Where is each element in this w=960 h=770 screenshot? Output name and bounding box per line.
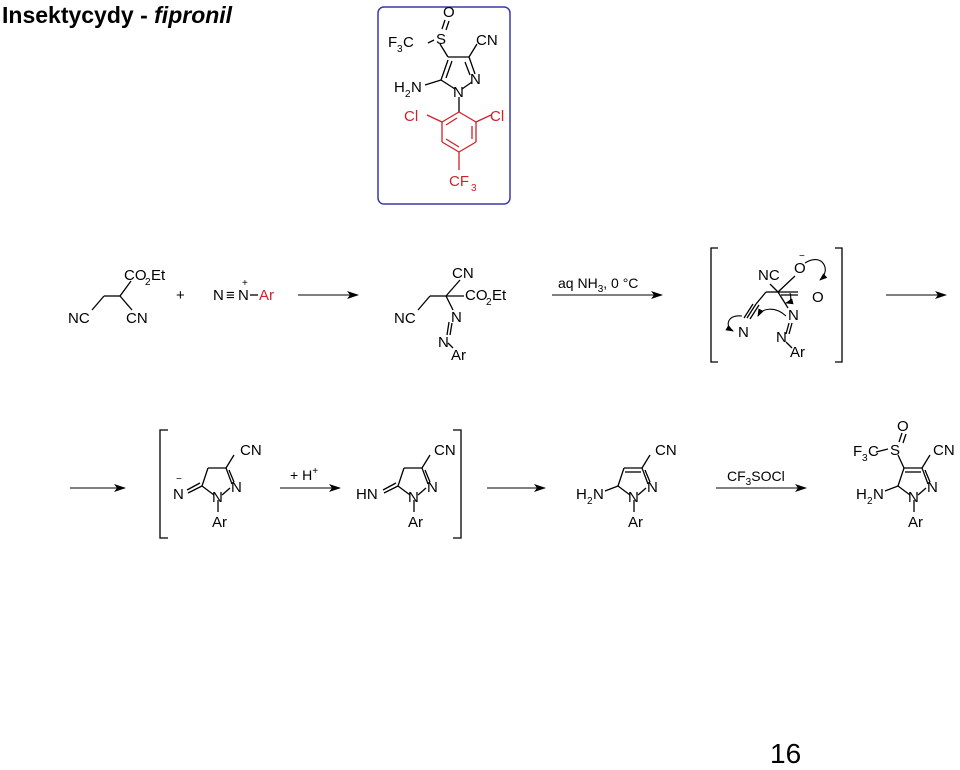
svg-text:S: S <box>436 31 446 48</box>
svg-text:2: 2 <box>867 496 873 507</box>
svg-text:CN: CN <box>476 32 498 49</box>
svg-text:C: C <box>403 34 414 51</box>
svg-text:O: O <box>794 260 806 277</box>
svg-text:2: 2 <box>145 277 151 288</box>
svg-text:NC: NC <box>68 310 90 327</box>
plus-sign: + <box>176 287 185 304</box>
bracket-right-2 <box>453 429 462 539</box>
svg-text:NC: NC <box>758 267 780 284</box>
svg-text:S: S <box>890 442 900 459</box>
svg-text:Cl: Cl <box>490 108 504 125</box>
svg-text:−: − <box>799 251 805 262</box>
svg-text:F: F <box>853 443 862 460</box>
svg-text:N: N <box>647 479 658 496</box>
svg-text:Ar: Ar <box>451 347 466 364</box>
svg-text:N: N <box>470 71 481 88</box>
imine-anion-pyrazoline: CN − N N N Ar <box>173 442 262 531</box>
svg-text:N: N <box>427 479 438 496</box>
svg-text:Et: Et <box>151 267 166 284</box>
svg-text:O: O <box>897 418 909 435</box>
svg-text:H: H <box>856 486 867 503</box>
svg-text:N: N <box>212 489 223 506</box>
svg-text:N: N <box>738 324 749 341</box>
svg-text:CN: CN <box>933 442 955 459</box>
svg-text:N: N <box>231 479 242 496</box>
diazonium-salt: N ≡ N + Ar <box>213 278 274 304</box>
svg-text:N: N <box>776 329 787 346</box>
svg-text:Ar: Ar <box>259 287 274 304</box>
page-number: 16 <box>770 738 802 769</box>
svg-text:N: N <box>788 307 799 324</box>
svg-text:−: − <box>176 474 182 485</box>
svg-text:Ar: Ar <box>908 514 923 531</box>
svg-text:CN: CN <box>655 442 677 459</box>
svg-text:N: N <box>438 334 449 351</box>
bracket-left-2 <box>159 429 168 539</box>
svg-text:O: O <box>812 289 824 306</box>
svg-text:2: 2 <box>405 89 411 100</box>
bracketed-intermediate-1: NC N O − O N N Ar <box>710 247 843 363</box>
svg-text:N: N <box>628 489 639 506</box>
svg-text:N: N <box>593 486 604 503</box>
svg-text:3: 3 <box>471 183 477 194</box>
svg-text:N: N <box>173 486 184 503</box>
svg-text:C: C <box>868 443 879 460</box>
svg-text:NC: NC <box>394 310 416 327</box>
svg-text:CN: CN <box>452 265 474 282</box>
svg-text:N: N <box>908 489 919 506</box>
condition-3: CF3SOCl <box>727 468 785 488</box>
condition-2: + H+ <box>290 466 318 483</box>
svg-text:N: N <box>873 486 884 503</box>
svg-text:2: 2 <box>587 496 593 507</box>
imine-pyrazoline: CN HN N N Ar <box>356 442 456 531</box>
svg-text:CF: CF <box>449 173 469 190</box>
svg-text:Ar: Ar <box>628 514 643 531</box>
condition-1: aq NH3, 0 °C <box>558 275 638 295</box>
svg-text:CN: CN <box>126 310 148 327</box>
svg-text:Et: Et <box>492 287 507 304</box>
svg-text:2: 2 <box>486 297 492 308</box>
page-title: Insektycydy - fipronil <box>2 2 233 28</box>
svg-text:Ar: Ar <box>408 514 423 531</box>
svg-text:Ar: Ar <box>212 514 227 531</box>
svg-text:Ar: Ar <box>790 344 805 361</box>
svg-text:≡: ≡ <box>226 287 235 304</box>
svg-text:3: 3 <box>397 44 403 55</box>
svg-text:Cl: Cl <box>404 108 418 125</box>
svg-text:CO: CO <box>124 267 147 284</box>
svg-text:H: H <box>576 486 587 503</box>
svg-text:3: 3 <box>862 453 868 464</box>
svg-text:CO: CO <box>465 287 488 304</box>
svg-text:N: N <box>238 287 249 304</box>
svg-text:N: N <box>411 79 422 96</box>
svg-text:H: H <box>394 79 405 96</box>
svg-text:N: N <box>408 489 419 506</box>
svg-text:CN: CN <box>240 442 262 459</box>
svg-text:CN: CN <box>434 442 456 459</box>
svg-text:HN: HN <box>356 486 378 503</box>
svg-text:N: N <box>927 479 938 496</box>
svg-text:N: N <box>451 309 462 326</box>
svg-text:+: + <box>242 278 248 289</box>
svg-text:O: O <box>443 4 455 21</box>
fipronil-box <box>377 6 511 205</box>
svg-text:F: F <box>388 34 397 51</box>
svg-text:N: N <box>453 84 464 101</box>
svg-text:N: N <box>213 287 224 304</box>
